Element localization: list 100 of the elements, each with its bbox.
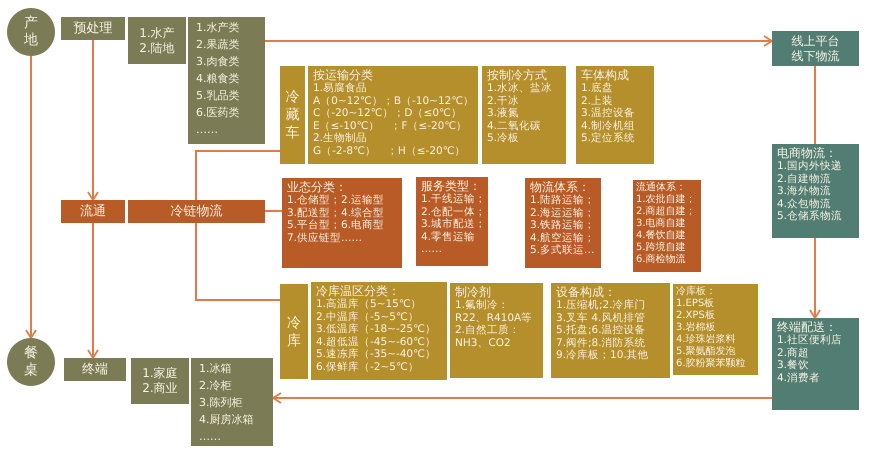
category-box xyxy=(131,358,189,404)
box-heading: 车体构成 xyxy=(581,68,630,82)
list-item: 3.液氮 xyxy=(487,107,520,120)
list-item: 流通体系： xyxy=(636,182,687,194)
list-item: 4.餐饮自建 xyxy=(636,230,687,242)
category-box xyxy=(772,318,859,410)
list-item: 4.制冷机组 xyxy=(581,120,636,132)
list-item: 1.仓储型；2.运输型 xyxy=(287,194,386,206)
list-item: 7.供应链型…… xyxy=(287,232,364,244)
list-item: 2.生物制品 xyxy=(313,132,368,144)
list-item: 5.聚氨酯发泡 xyxy=(676,346,737,358)
list-item: 5.托盘;6.温控设备 xyxy=(556,324,647,336)
list-item: 1.家庭 xyxy=(142,366,178,381)
list-item: 3.陈列柜 xyxy=(199,395,244,411)
list-item: 9.冷库板；10.其他 xyxy=(556,349,650,362)
box-heading: 物流体系： xyxy=(530,180,591,194)
stage-circle: 产地 xyxy=(7,8,55,56)
list-item: 冷库板： xyxy=(676,286,717,298)
list-item: 2.仓配一体； xyxy=(421,206,483,218)
list-item: 2.果蔬类 xyxy=(196,37,240,53)
list-item: …… xyxy=(421,243,443,256)
list-item: 1.底盘 xyxy=(581,82,614,94)
list-item: 3.海外物流 xyxy=(777,185,832,198)
list-item: 3.岩棉板 xyxy=(676,322,717,334)
list-item: 2.陆地 xyxy=(139,40,175,56)
box-heading: 冷库温区分类： xyxy=(316,284,401,298)
category-box xyxy=(576,66,654,164)
list-item: 2.商超 xyxy=(777,346,810,359)
connector-line xyxy=(195,150,280,200)
list-item: 3.餐饮 xyxy=(777,359,810,372)
list-item: 2.上装 xyxy=(581,94,614,107)
list-item: 2.自然工质： xyxy=(455,324,522,336)
list-item: 5.仓储系物流 xyxy=(777,210,844,222)
list-item: 1.干线运输； xyxy=(421,193,483,206)
list-item: 6.医药类 xyxy=(196,105,240,121)
list-item: 1.压缩机;2.冷库门 xyxy=(556,299,647,312)
category-box xyxy=(311,282,447,380)
list-item: 1.EPS板 xyxy=(676,298,716,310)
arrow xyxy=(272,392,772,404)
list-item: 3.低温库（-18~-25℃） xyxy=(316,323,437,336)
list-item: 4.珍珠岩浆料 xyxy=(676,334,737,346)
list-item: …… xyxy=(199,429,222,445)
list-item: 1.水产类 xyxy=(196,20,240,36)
connector-line xyxy=(814,66,816,144)
list-item: 4.超低温（-45~-60℃） xyxy=(316,336,437,348)
list-item: 1.冰箱 xyxy=(199,361,232,377)
category-box xyxy=(450,283,543,378)
box-heading: 电商物流： xyxy=(777,146,838,160)
list-item: G（-2-8℃） ；H（≤-20℃） xyxy=(313,144,467,157)
list-item: 2.干冰 xyxy=(487,94,520,107)
category-box xyxy=(673,284,758,375)
list-item: 线上平台 xyxy=(792,34,840,48)
list-item: 1.国内外快递 xyxy=(777,160,844,172)
list-item: 4.航空运输； xyxy=(530,232,596,244)
list-item: 2.冷柜 xyxy=(199,378,232,394)
stage-box: 冷链物流 xyxy=(128,200,265,223)
arrow xyxy=(87,40,99,201)
box-heading: 按制冷方式 xyxy=(487,68,548,82)
list-item: 2.自建物流 xyxy=(777,172,832,185)
list-item: 2.商超自建； xyxy=(636,206,697,218)
list-item: 6.商检物流 xyxy=(636,254,687,266)
list-item: 4.消费者 xyxy=(777,372,822,384)
list-item: 1.水产 xyxy=(139,26,175,40)
list-item: 6.保鲜库（-2~5℃） xyxy=(316,360,420,373)
list-item: 5.速冻库（-35~-40℃） xyxy=(316,348,437,360)
list-item: C（-20~12℃）；D（≤0℃） xyxy=(313,107,463,120)
list-item: 1.易腐食品 xyxy=(313,82,368,94)
list-item: 3.配送型；4.综合型 xyxy=(287,206,386,219)
list-item: 3.肉食类 xyxy=(196,54,240,70)
list-item: 1.社区便利店 xyxy=(777,334,844,346)
list-item: A（0~12℃）；B（-10~12℃） xyxy=(313,94,473,107)
list-item: 2.XPS板 xyxy=(676,310,716,322)
list-item: 1.氟制冷： xyxy=(455,299,510,312)
stage-box: 终端 xyxy=(64,358,126,381)
label-box: 冷藏车 xyxy=(280,66,305,164)
box-heading: 按运输分类 xyxy=(313,68,374,82)
list-item: 5.定位系统 xyxy=(581,132,636,144)
connector-line xyxy=(195,223,280,301)
list-item: 4.厨房冰箱 xyxy=(199,412,254,428)
list-item: 3.城市配送； xyxy=(421,218,483,230)
list-item: NH3、CO2 xyxy=(455,336,512,349)
category-box xyxy=(282,178,402,268)
list-item: 3.电商自建 xyxy=(636,218,687,230)
stage-box: 流通 xyxy=(61,200,125,223)
list-item: …… xyxy=(196,122,219,138)
list-item: 5.多式联运… xyxy=(530,244,596,256)
arrow xyxy=(265,35,773,47)
label-box: 冷库 xyxy=(280,284,308,379)
list-item: 3.铁路运输； xyxy=(530,219,596,232)
category-box xyxy=(128,17,186,64)
list-item: R22、R410A等 xyxy=(455,312,534,324)
category-box xyxy=(482,66,566,164)
list-item: 1.农批自建； xyxy=(636,194,697,206)
list-item: 1.高温库（5~15℃） xyxy=(316,298,423,310)
box-heading: 服务类型： xyxy=(421,179,482,193)
list-item: 7.阀件;8.消防系统 xyxy=(556,336,647,349)
list-item: E（≤-10℃） ；F（≤-20℃） xyxy=(313,120,468,132)
category-box xyxy=(191,358,273,446)
category-box xyxy=(416,177,488,266)
category-box xyxy=(525,178,601,268)
